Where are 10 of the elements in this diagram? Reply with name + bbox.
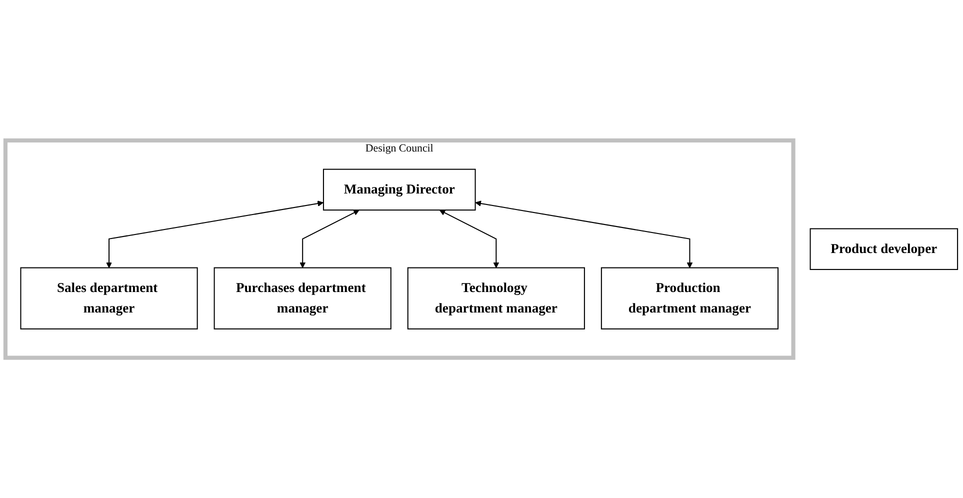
arrow xyxy=(106,200,324,268)
node-box: Sales department manager xyxy=(20,267,198,330)
node-box: Product developer xyxy=(810,228,958,270)
arrow xyxy=(439,210,500,268)
arrow xyxy=(300,210,360,268)
node-box: Technology department manager xyxy=(407,267,585,330)
arrow xyxy=(475,200,693,268)
node-box: Production department manager xyxy=(600,267,779,330)
node-box: Managing Director xyxy=(322,168,476,210)
node-box: Purchases department manager xyxy=(214,267,392,330)
